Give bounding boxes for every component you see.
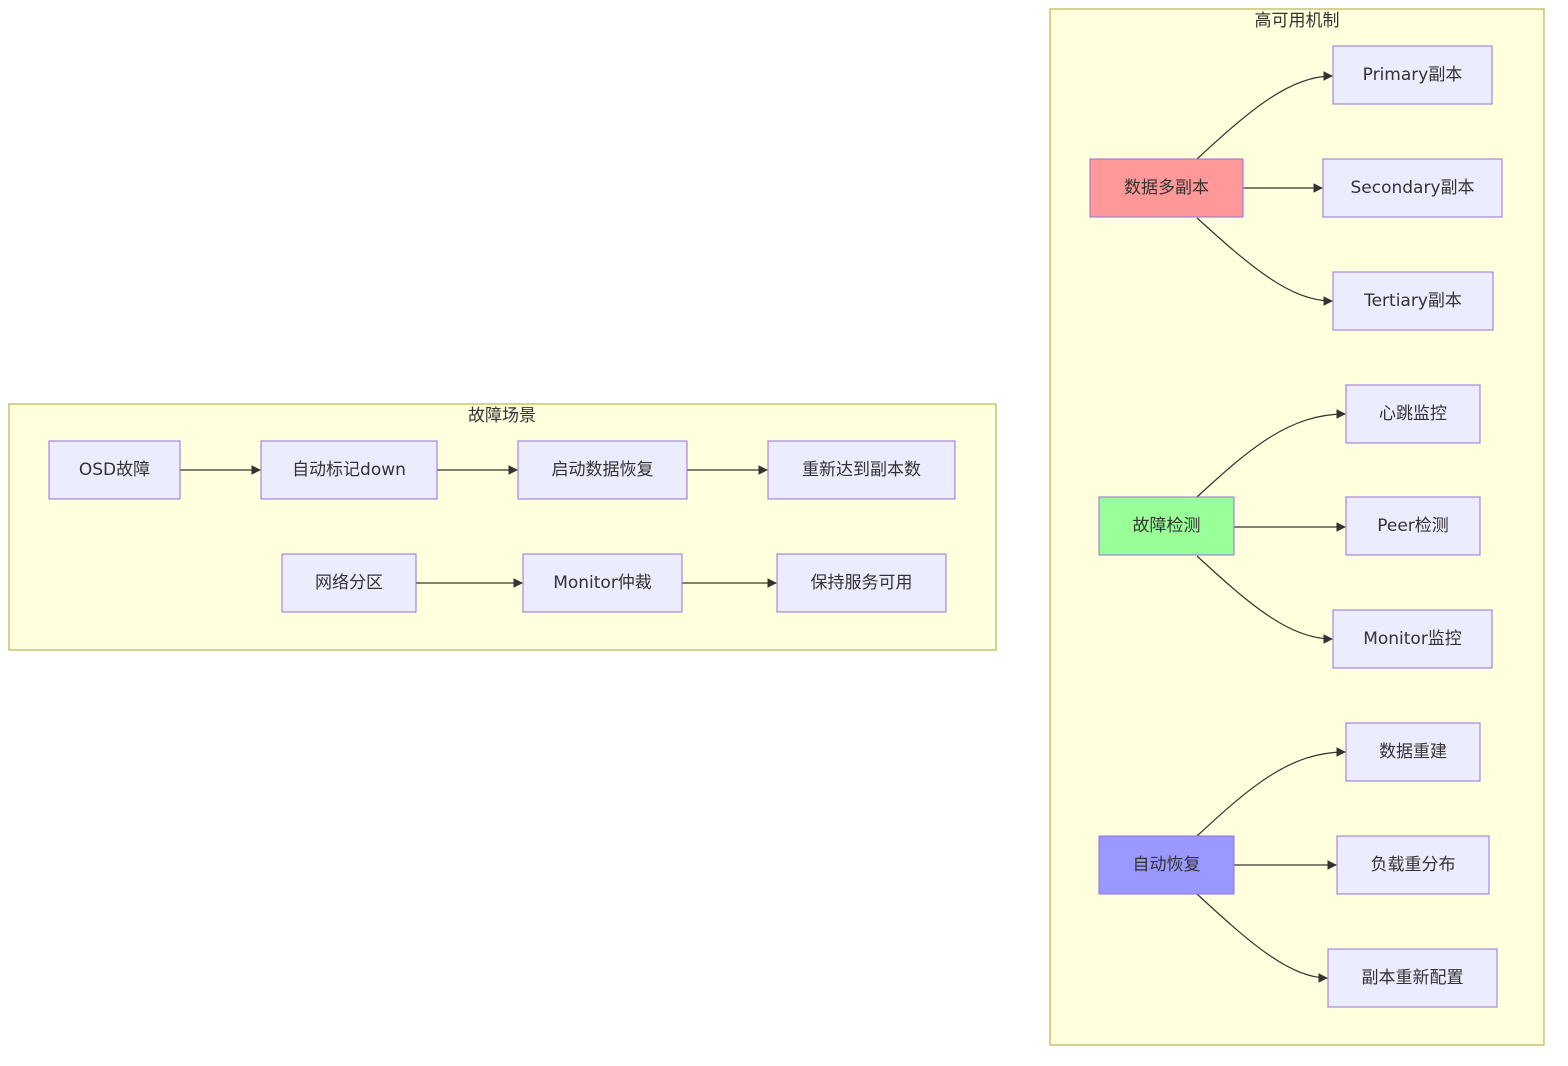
node-net-partition-label: 网络分区 — [315, 573, 383, 593]
cluster-fault-title: 故障场景 — [468, 406, 536, 426]
node-mark-down-label: 自动标记down — [292, 460, 406, 480]
node-osd-fault[interactable]: OSD故障 — [48, 440, 181, 500]
node-secondary-replica-label: Secondary副本 — [1350, 178, 1474, 198]
node-osd-fault-label: OSD故障 — [79, 460, 150, 480]
node-reconfigure[interactable]: 副本重新配置 — [1327, 948, 1498, 1008]
node-mark-down[interactable]: 自动标记down — [260, 440, 438, 500]
node-heartbeat-label: 心跳监控 — [1379, 404, 1447, 424]
node-monitor-arbitration[interactable]: Monitor仲裁 — [522, 553, 683, 613]
node-primary-replica[interactable]: Primary副本 — [1332, 45, 1493, 105]
edge-multi-replica-to-primary — [1196, 71, 1333, 160]
edge-auto-recover-to-rebuild — [1196, 747, 1346, 837]
node-primary-replica-label: Primary副本 — [1363, 65, 1463, 85]
node-fault-detect[interactable]: 故障检测 — [1098, 496, 1235, 556]
node-reach-replicas[interactable]: 重新达到副本数 — [767, 440, 956, 500]
node-tertiary-replica-label: Tertiary副本 — [1363, 291, 1462, 311]
node-peer-detect-label: Peer检测 — [1377, 516, 1449, 536]
node-reach-replicas-label: 重新达到副本数 — [802, 460, 921, 480]
node-multi-replica-label: 数据多副本 — [1124, 178, 1209, 198]
node-monitor-watch-label: Monitor监控 — [1363, 629, 1462, 649]
node-net-partition[interactable]: 网络分区 — [281, 553, 417, 613]
node-fault-detect-label: 故障检测 — [1133, 516, 1201, 536]
node-start-recovery[interactable]: 启动数据恢复 — [517, 440, 688, 500]
node-rebuild-label: 数据重建 — [1379, 742, 1447, 762]
node-monitor-watch[interactable]: Monitor监控 — [1332, 609, 1493, 669]
node-secondary-replica[interactable]: Secondary副本 — [1322, 158, 1503, 218]
node-rebuild[interactable]: 数据重建 — [1345, 722, 1481, 782]
edge-auto-recover-to-reconfigure — [1196, 893, 1328, 983]
node-reconfigure-label: 副本重新配置 — [1362, 968, 1464, 988]
node-heartbeat[interactable]: 心跳监控 — [1345, 384, 1481, 444]
node-rebalance-label: 负载重分布 — [1371, 855, 1456, 875]
node-multi-replica[interactable]: 数据多副本 — [1089, 158, 1244, 218]
node-rebalance[interactable]: 负载重分布 — [1336, 835, 1490, 895]
edge-fault-detect-to-heartbeat — [1196, 409, 1346, 498]
node-keep-available[interactable]: 保持服务可用 — [776, 553, 947, 613]
edge-fault-detect-to-monitor-watch — [1196, 555, 1333, 644]
node-start-recovery-label: 启动数据恢复 — [552, 460, 654, 480]
node-tertiary-replica[interactable]: Tertiary副本 — [1332, 271, 1494, 331]
node-auto-recover[interactable]: 自动恢复 — [1098, 835, 1235, 895]
node-keep-available-label: 保持服务可用 — [811, 573, 913, 593]
node-auto-recover-label: 自动恢复 — [1133, 855, 1201, 875]
node-monitor-arbitration-label: Monitor仲裁 — [553, 573, 652, 593]
node-peer-detect[interactable]: Peer检测 — [1345, 496, 1481, 556]
edge-multi-replica-to-tertiary — [1196, 217, 1333, 306]
cluster-ha-title: 高可用机制 — [1255, 11, 1340, 31]
